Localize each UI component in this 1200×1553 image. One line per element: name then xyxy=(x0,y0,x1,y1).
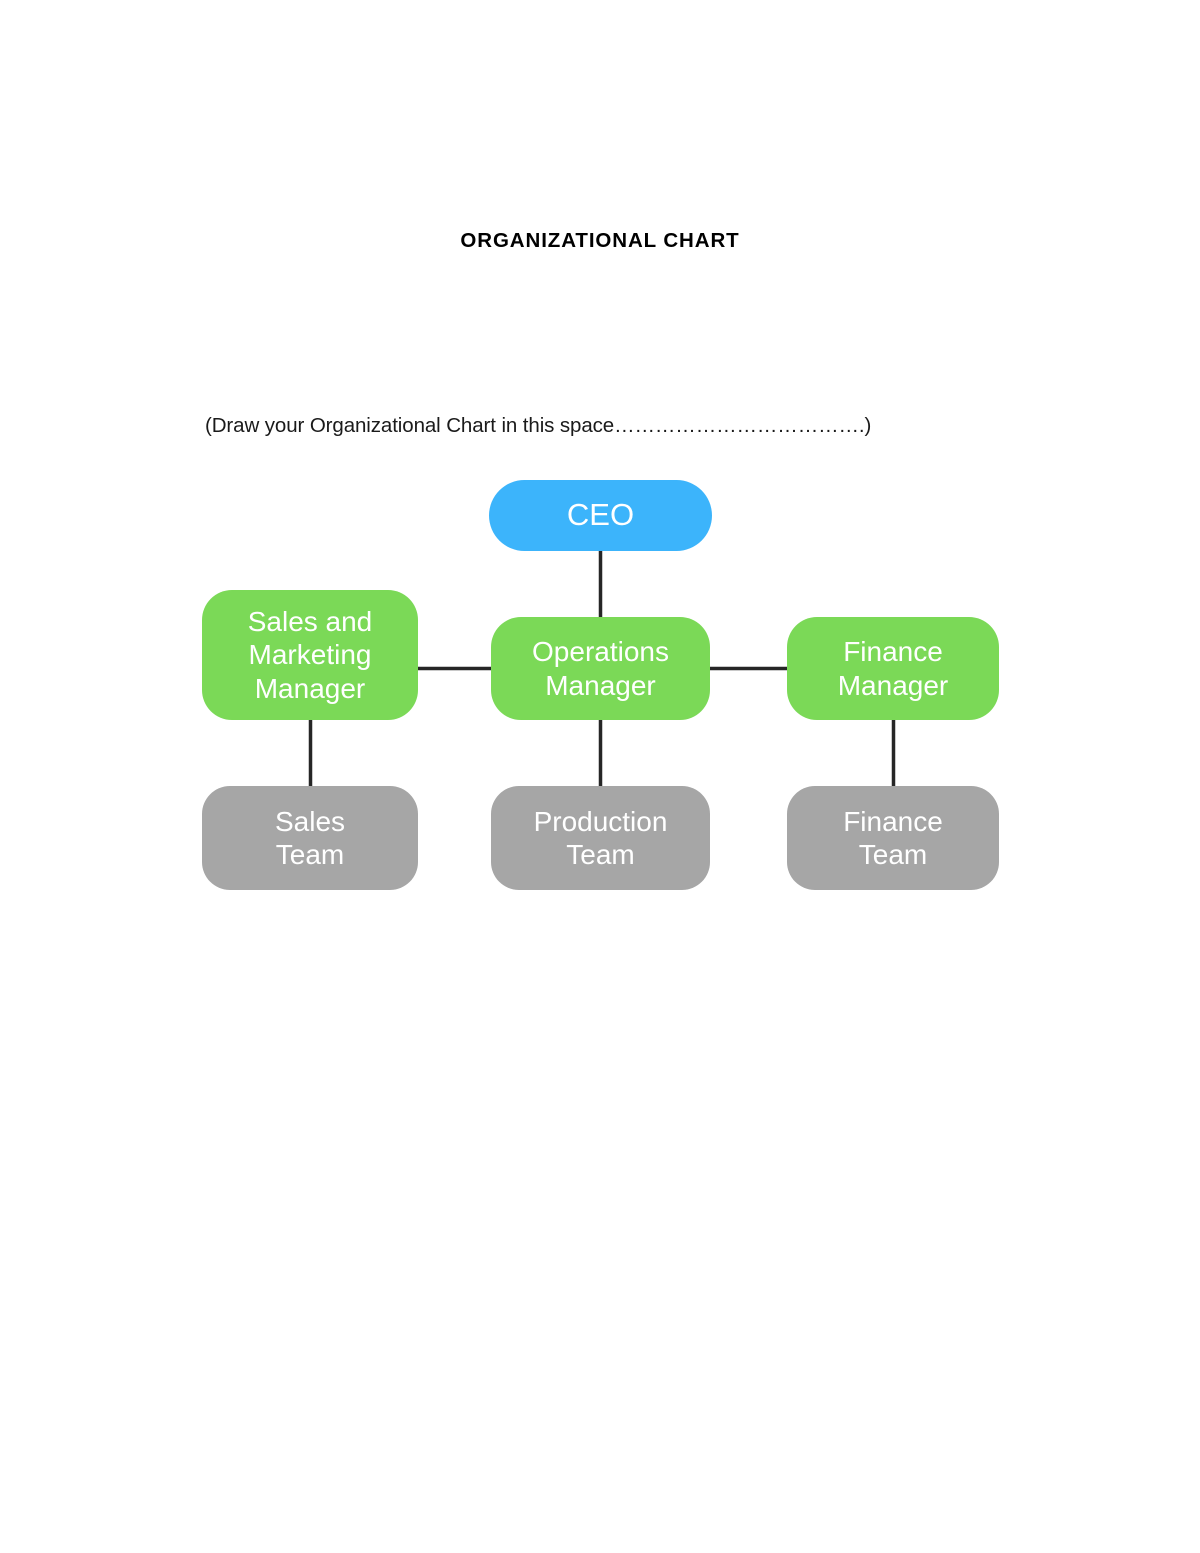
org-node-label: Sales Team xyxy=(274,805,346,870)
org-node-label: Operations Manager xyxy=(532,636,669,701)
page-title: ORGANIZATIONAL CHART xyxy=(460,229,740,252)
org-node-label: Finance Manager xyxy=(837,636,949,701)
org-node-sales-marketing-manager[interactable]: Sales and Marketing Manager xyxy=(202,590,418,720)
org-node-sales-team[interactable]: Sales Team xyxy=(202,786,418,890)
org-node-operations-manager[interactable]: Operations Manager xyxy=(491,617,710,720)
chart-instruction-text: (Draw your Organizational Chart in this … xyxy=(205,414,872,437)
org-node-production-team[interactable]: Production Team xyxy=(491,786,710,890)
org-node-finance-manager[interactable]: Finance Manager xyxy=(787,617,999,720)
org-node-label: CEO xyxy=(566,497,635,533)
org-node-label: Production Team xyxy=(533,805,668,870)
org-node-finance-team[interactable]: Finance Team xyxy=(787,786,999,890)
org-node-ceo[interactable]: CEO xyxy=(489,480,712,551)
org-node-label: Finance Team xyxy=(843,805,943,870)
org-node-label: Sales and Marketing Manager xyxy=(247,606,373,704)
